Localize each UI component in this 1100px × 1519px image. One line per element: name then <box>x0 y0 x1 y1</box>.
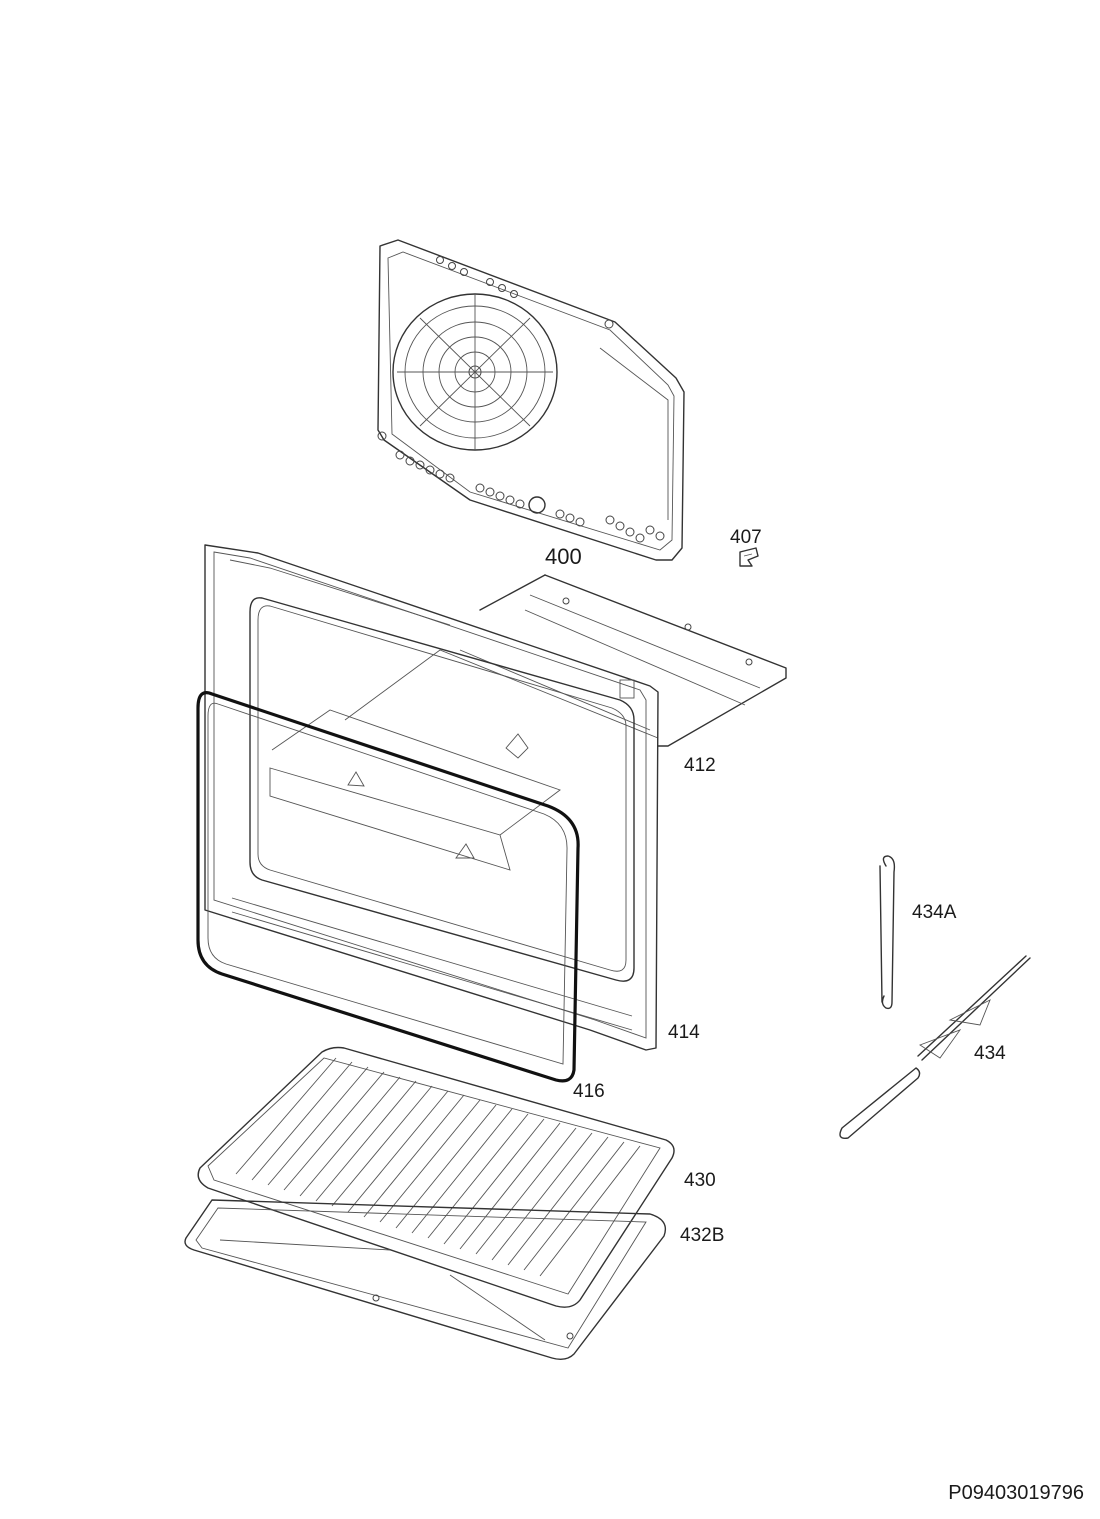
label-432b: 432B <box>680 1225 725 1246</box>
label-430: 430 <box>684 1170 716 1191</box>
document-id: P09403019796 <box>948 1482 1084 1504</box>
part-414-front-frame <box>204 544 659 1051</box>
part-407-clip <box>739 547 759 567</box>
part-416-door-gasket <box>196 691 580 1083</box>
part-434-rotisserie-spit <box>839 955 1031 1139</box>
part-400-back-panel <box>377 239 685 561</box>
part-432b-tray <box>184 1199 667 1361</box>
label-400: 400 <box>545 544 582 569</box>
label-412: 412 <box>684 755 716 776</box>
label-434: 434 <box>974 1043 1006 1064</box>
part-412-cavity-plate <box>344 574 787 747</box>
label-414: 414 <box>668 1022 700 1043</box>
label-434a: 434A <box>912 902 957 923</box>
label-407: 407 <box>730 527 762 548</box>
part-434a-hook-rod <box>879 855 896 1010</box>
label-416: 416 <box>573 1081 605 1102</box>
